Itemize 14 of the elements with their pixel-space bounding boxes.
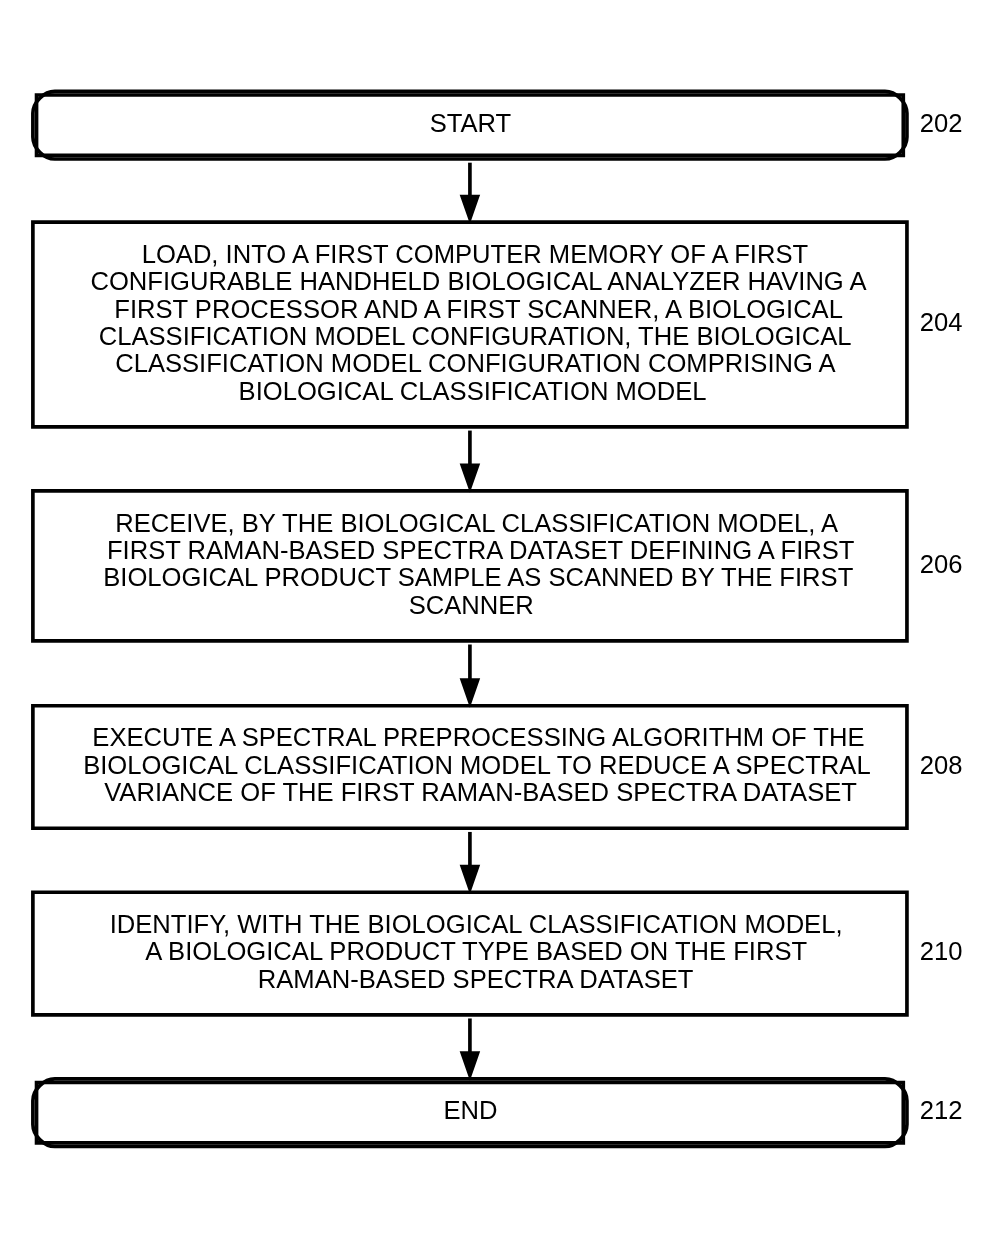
- arrow: [459, 1018, 481, 1081]
- arrow: [459, 644, 481, 708]
- node-box: LOAD, INTO A FIRST COMPUTER MEMORY OF A FIRST CONFIGURABLE HANDHELD BIOLOGICAL ANALYZER HAVING A FIRST PROCESSOR AND A FIRST SCANNER, A BIOLOGICAL CLASSIFICATION MODEL CONFIGURATION, THE BIOLOGICAL CLASSIFICATION MODEL CONFIGURATION COMPRISING A BIOLOGICAL CLASSIFICATION MODEL: [31, 220, 909, 429]
- arrow: [459, 162, 481, 224]
- node-label: 204: [919, 308, 963, 337]
- node-label: 202: [919, 108, 963, 137]
- arrow: [459, 430, 481, 493]
- node-label: 210: [919, 937, 963, 966]
- node-box: IDENTIFY, WITH THE BIOLOGICAL CLASSIFICATION MODEL, A BIOLOGICAL PRODUCT TYPE BASED ON THE FIRST RAMAN-BASED SPECTRA DATASET: [31, 890, 909, 1017]
- node-label: 208: [919, 750, 963, 779]
- node-label: 212: [919, 1096, 963, 1125]
- node-label: 206: [919, 549, 963, 578]
- node-box: RECEIVE, BY THE BIOLOGICAL CLASSIFICATION MODEL, A FIRST RAMAN-BASED SPECTRA DATASET DEFINING A FIRST BIOLOGICAL PRODUCT SAMPLE AS SCANNED BY THE FIRST SCANNER: [31, 489, 909, 643]
- node-box: EXECUTE A SPECTRAL PREPROCESSING ALGORITHM OF THE BIOLOGICAL CLASSIFICATION MODEL TO REDUCE A SPECTRAL VARIANCE OF THE FIRST RAMAN-BASED SPECTRA DATASET: [31, 703, 909, 831]
